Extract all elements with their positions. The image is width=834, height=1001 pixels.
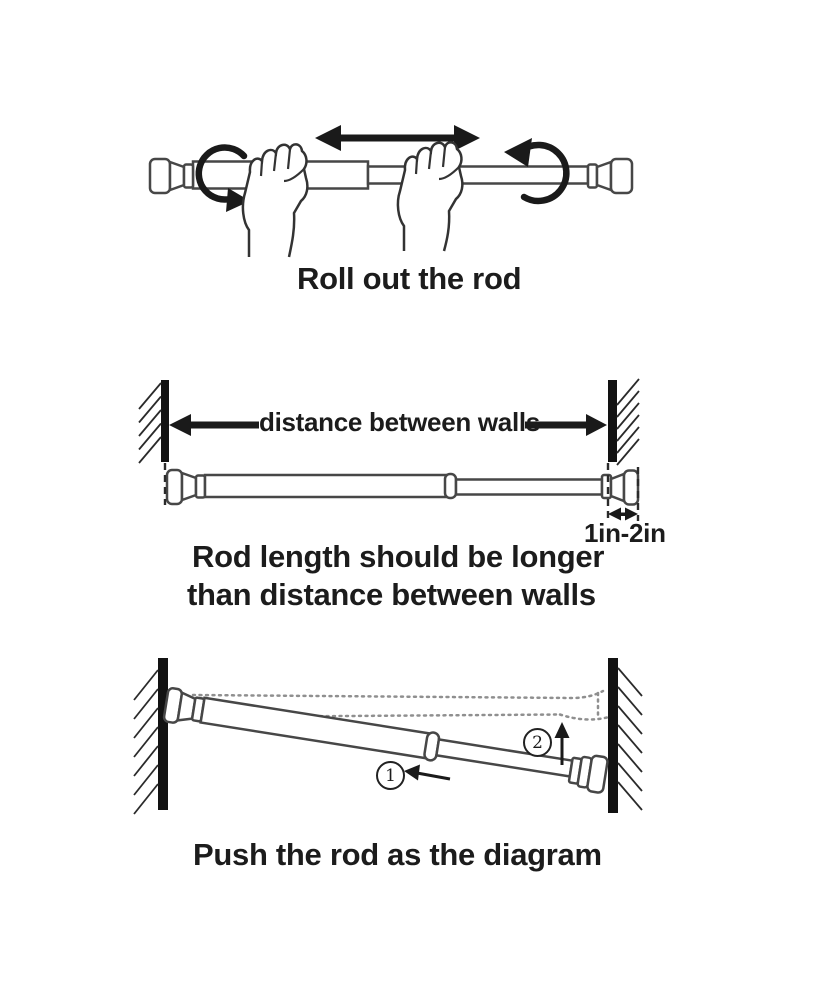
rod-right-cap	[600, 473, 613, 500]
overhang-label: 1in-2in	[584, 518, 666, 548]
step2-caption-line1: Rod length should be longer	[192, 539, 605, 574]
right-wall-graphic	[608, 378, 640, 466]
step2-caption-line2: than distance between walls	[187, 577, 596, 612]
lift-arrow-icon	[554, 722, 570, 765]
left-wall-graphic	[138, 380, 169, 464]
right-wall-graphic	[608, 658, 643, 813]
distance-label: distance between walls	[259, 407, 540, 437]
rod-graphic	[165, 468, 640, 506]
step1-caption: Roll out the rod	[297, 261, 522, 296]
push-arrow-icon	[404, 764, 451, 781]
step3-caption: Push the rod as the diagram	[193, 837, 602, 872]
extend-double-arrow-icon	[315, 125, 480, 151]
tilted-rod-graphic	[162, 687, 609, 794]
step-marker-1: 1	[376, 761, 405, 790]
rotate-left-icon	[195, 144, 250, 212]
step-marker-2: 2	[523, 728, 552, 757]
dashed-guide-lines	[163, 463, 640, 521]
step1-roll-diagram	[148, 125, 634, 258]
rod-graphic	[148, 157, 634, 195]
rod-right-cap	[586, 163, 599, 189]
overhang-arrow-icon	[608, 507, 638, 521]
left-hand-graphic	[241, 143, 309, 258]
rod-left-cap	[148, 157, 172, 195]
distance-arrow-icon	[169, 414, 607, 436]
step3-push-diagram	[133, 658, 643, 815]
rod-left-cap	[165, 468, 184, 506]
left-wall-graphic	[133, 658, 168, 815]
step-marker-1-number: 1	[385, 765, 396, 786]
step2-length-diagram	[138, 378, 640, 521]
rotate-right-icon	[504, 138, 570, 205]
right-hand-graphic	[396, 141, 464, 252]
step-marker-2-number: 2	[532, 732, 543, 753]
